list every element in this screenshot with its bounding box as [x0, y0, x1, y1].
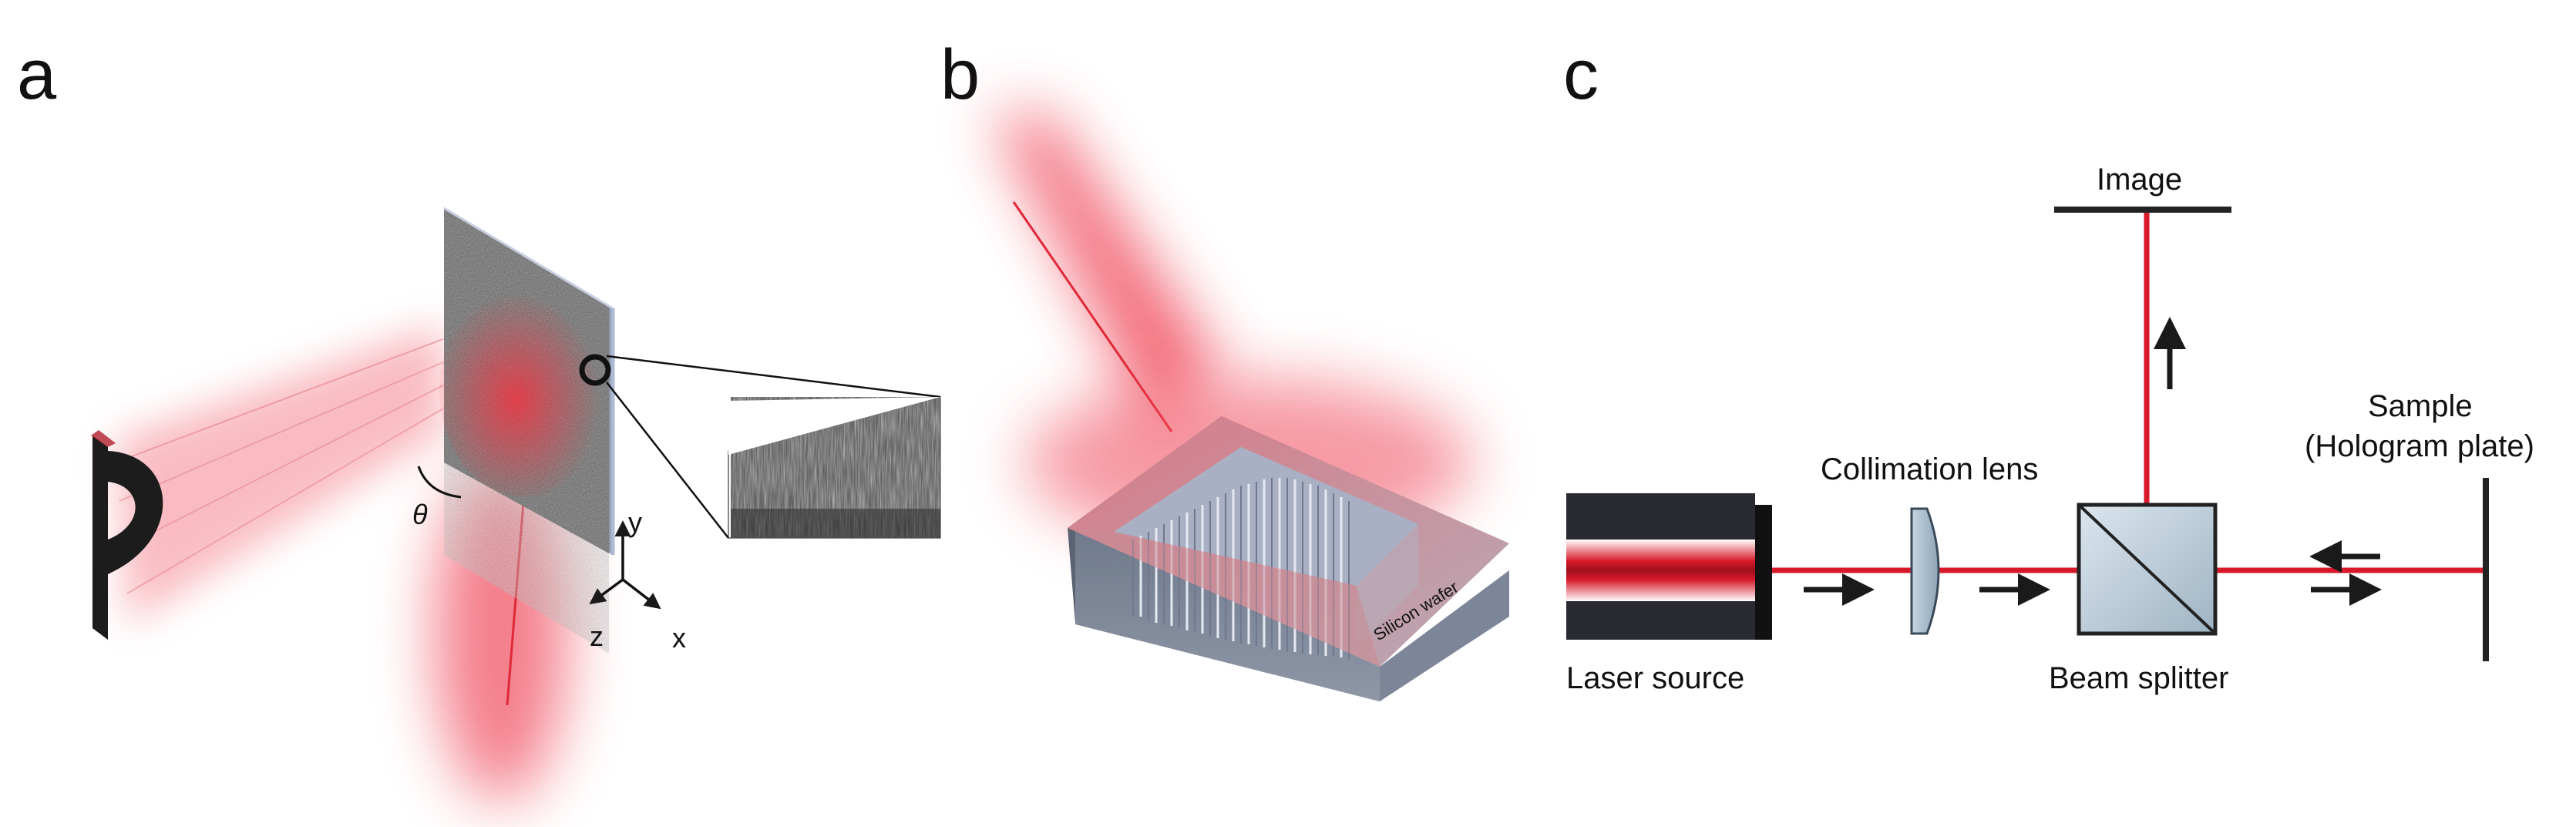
- projected-image-letter: [91, 430, 163, 640]
- laser-source: [1566, 493, 1772, 640]
- silicon-wafer-block: [1025, 378, 1509, 701]
- sample-label-line1: Sample: [2368, 389, 2473, 423]
- panel-b: b Sili: [940, 35, 1509, 701]
- sample-label-line2: (Hologram plate): [2305, 429, 2534, 463]
- collimation-lens-label: Collimation lens: [1821, 452, 2038, 486]
- axis-y-label: y: [628, 506, 642, 538]
- beam-splitter-label: Beam splitter: [2049, 661, 2228, 695]
- axis-z-label: z: [590, 620, 604, 652]
- axes-triad: [589, 520, 661, 610]
- axis-x-label: x: [672, 622, 686, 654]
- sem-inset-image: [728, 397, 940, 538]
- panel-c-letter: c: [1563, 35, 1599, 114]
- beam-splitter: [2077, 503, 2218, 636]
- laser-source-label: Laser source: [1566, 661, 1744, 695]
- angle-label: θ: [412, 499, 428, 530]
- direction-arrows: [1804, 317, 2382, 606]
- angle-arc: [417, 466, 462, 499]
- panel-a-letter: a: [17, 35, 57, 114]
- panel-b-letter: b: [940, 35, 980, 114]
- panel-c: c Laser source Collimation lens Beam spl…: [1563, 35, 2534, 695]
- panel-a: a θ: [17, 35, 941, 802]
- image-label: Image: [2097, 163, 2182, 197]
- collimation-lens: [1910, 507, 1940, 635]
- reconstruction-beam: [115, 324, 444, 624]
- zoom-callout: [579, 354, 941, 539]
- metasurface-plate: [439, 207, 615, 654]
